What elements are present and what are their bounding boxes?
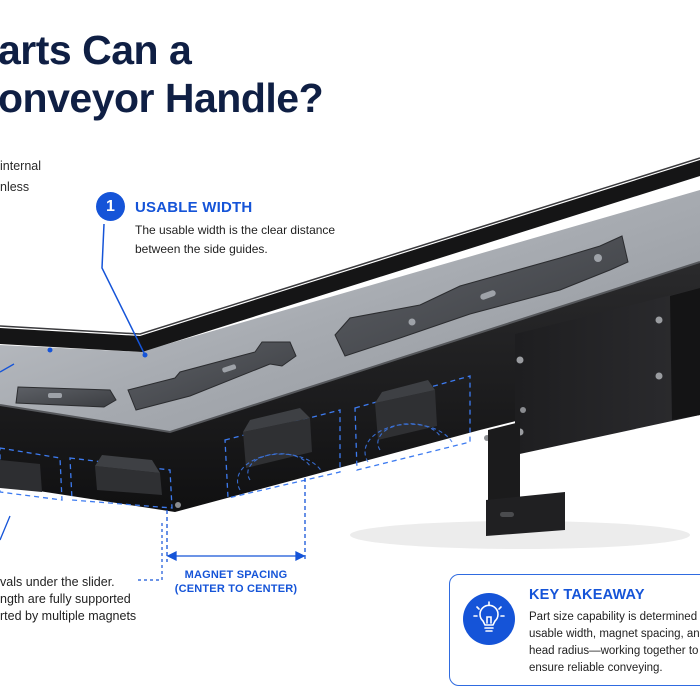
support-note-line-1: vals under the slider. — [0, 575, 115, 589]
part-slot — [48, 393, 62, 398]
bolt — [175, 502, 181, 508]
far-side-guide — [0, 160, 700, 352]
part-slot — [480, 290, 496, 300]
part-hole — [408, 318, 416, 326]
magnet-field-arcs — [236, 423, 453, 491]
support-leg — [488, 422, 520, 505]
far-side-guide-top — [0, 157, 700, 335]
foot-slot — [500, 512, 514, 517]
part-hole — [594, 254, 602, 262]
leader-dot — [47, 347, 53, 353]
usable-width-description: The usable width is the clear distance b… — [135, 221, 335, 259]
magnet-block — [375, 380, 435, 403]
usable-width-leader — [101, 223, 146, 356]
bottom-notes-leader — [138, 520, 163, 581]
intro-line-2: nless — [0, 180, 30, 194]
intro-line-1: internal — [0, 159, 41, 173]
magnet-spacing-label: MAGNET SPACING (CENTER TO CENTER) — [170, 568, 302, 596]
usable-width-desc-line-2: between the side guides. — [135, 242, 268, 256]
magnet-spacing-line-2: (CENTER TO CENTER) — [174, 583, 298, 595]
magnet-block — [0, 460, 42, 492]
title-line-1: arts Can a — [0, 27, 192, 73]
magnet-block — [243, 408, 310, 432]
floor-shadow — [350, 521, 690, 549]
bolt — [655, 316, 663, 324]
magnet-spacing-dimension — [166, 478, 306, 562]
takeaway-line-1: Part size capability is determined by — [529, 611, 700, 623]
key-takeaway-title: KEY TAKEAWAY — [529, 587, 645, 603]
belt-surface — [0, 190, 700, 432]
conveyor-head — [515, 288, 700, 455]
left-leader — [0, 363, 15, 373]
conveyor-head-side — [670, 288, 700, 420]
magnet-block — [95, 455, 160, 473]
usable-width-title: USABLE WIDTH — [135, 199, 253, 216]
support-note-line-3: rted by multiple magnets — [0, 609, 137, 623]
support-note-line-2: ngth are fully supported — [0, 592, 131, 606]
lightbulb-icon — [463, 593, 515, 645]
steel-part-medium — [127, 341, 297, 411]
part-slot — [222, 364, 237, 373]
support-notes: vals under the slider. ngth are fully su… — [0, 574, 136, 625]
leader-dot — [142, 352, 148, 358]
takeaway-line-2: usable width, magnet spacing, and — [529, 628, 700, 640]
bolt — [516, 356, 524, 364]
bolt — [655, 372, 663, 380]
page-title: arts Can a onveyor Handle? — [0, 26, 324, 122]
usable-width-desc-line-1: The usable width is the clear distance — [135, 223, 336, 237]
magnet-block — [95, 466, 162, 495]
key-takeaway-box: KEY TAKEAWAY Part size capability is det… — [449, 574, 700, 686]
near-frame-edge — [0, 261, 700, 434]
intro-text: internal nless — [0, 156, 41, 198]
conveyor-near-frame — [0, 262, 700, 512]
key-takeaway-text: Part size capability is determined by us… — [529, 609, 700, 677]
callout-number-badge: 1 — [96, 192, 125, 221]
support-foot — [486, 492, 565, 536]
bottom-leader — [0, 515, 11, 541]
bolt — [520, 407, 526, 413]
title-line-2: onveyor Handle? — [0, 75, 324, 121]
steel-part-small — [15, 386, 117, 408]
takeaway-line-3: head radius—working together to — [529, 645, 699, 657]
takeaway-line-4: ensure reliable conveying. — [529, 662, 663, 674]
magnet-spacing-line-1: MAGNET SPACING — [184, 569, 288, 581]
